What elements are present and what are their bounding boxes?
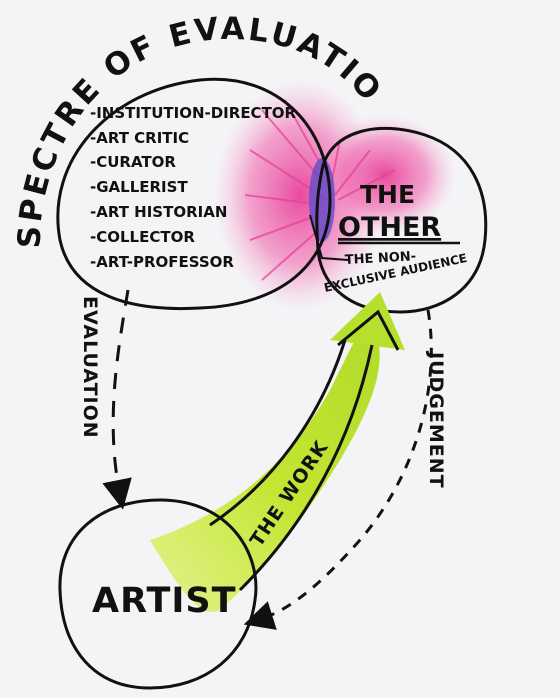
role-item: -COLLECTOR — [90, 228, 195, 246]
other-title-line1: THE — [360, 180, 415, 209]
the-work-arrowhead — [337, 309, 400, 351]
evaluation-arrow — [102, 289, 132, 510]
evaluation-label: EVALUATION — [79, 296, 101, 439]
the-work-arrow-line-b — [238, 344, 374, 592]
other-title-line2: OTHER — [338, 212, 441, 243]
role-item: -CURATOR — [90, 153, 176, 171]
the-work-arrow-line-a — [209, 339, 347, 527]
other-circle — [315, 127, 488, 314]
roles-list: -INSTITUTION-DIRECTOR -ART CRITIC -CURAT… — [90, 104, 297, 271]
role-item: -ART-PROFESSOR — [90, 253, 234, 271]
the-work-arrow-fill — [150, 335, 380, 612]
role-item: -ART CRITIC — [90, 129, 189, 147]
artist-circle — [58, 498, 258, 690]
judgement-label: JUDGEMENT — [425, 350, 447, 489]
role-item: -ART HISTORIAN — [90, 203, 227, 221]
role-item: -GALLERIST — [90, 178, 188, 196]
artist-label: ARTIST — [92, 581, 236, 621]
role-item: -INSTITUTION-DIRECTOR — [90, 104, 297, 122]
spectre-circle — [56, 77, 332, 311]
judgement-arrow — [243, 309, 433, 630]
overlap-pointer — [309, 214, 349, 261]
other-subtitle-line1: THE NON- — [344, 249, 416, 268]
